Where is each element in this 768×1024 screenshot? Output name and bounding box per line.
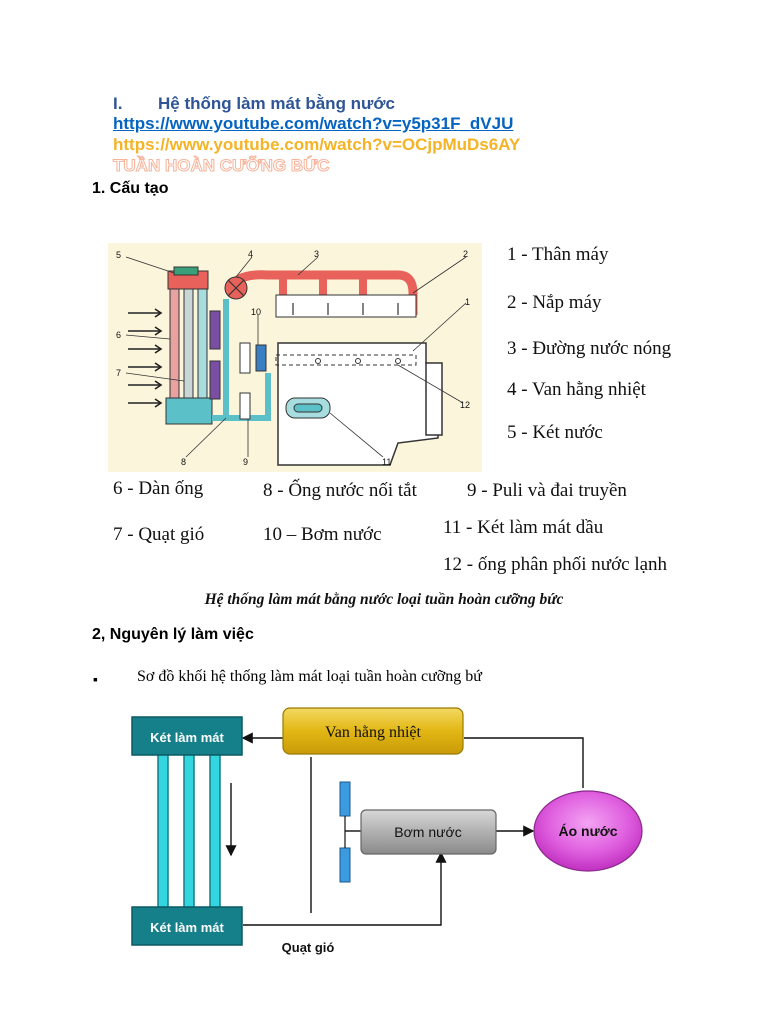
legend-item-4: 4 - Van hằng nhiệt <box>507 379 646 400</box>
pump-box <box>360 809 497 855</box>
bullet-marker: ▪ <box>93 671 98 687</box>
radiator-top-box <box>131 716 243 756</box>
pump-label: Bơm nước <box>394 824 461 840</box>
callout-6: 6 <box>116 330 121 340</box>
distribution-pipe <box>275 354 417 366</box>
legend-item-5: 5 - Két nước <box>507 422 603 443</box>
callout-8: 8 <box>181 457 186 467</box>
radiator-top-label: Két làm mát <box>150 730 224 745</box>
callout-2: 2 <box>463 249 468 259</box>
heading-title: Hệ thống làm mát bằng nước <box>158 94 395 113</box>
bypass-pipe <box>212 299 271 421</box>
radiator-tubes <box>157 752 221 912</box>
legend-item-7: 7 - Quạt gió <box>113 524 205 545</box>
fan-label: Quạt gió <box>282 940 335 955</box>
cooling-flow-diagram: Két làm mát Két làm mát Van hằng nhiệt B… <box>131 707 643 955</box>
section-2-title: 2, Nguyên lý làm việc <box>92 626 254 643</box>
heading-number: I. <box>113 94 123 113</box>
jacket-label: Áo nước <box>559 823 618 839</box>
bullet-text: Sơ đồ khối hệ thống làm mát loại tuần ho… <box>137 668 482 685</box>
fan-blade <box>209 360 221 400</box>
outline-heading: TUẦN HOÀN CƯỠNG BỨC <box>112 156 330 176</box>
callout-7: 7 <box>116 368 121 378</box>
radiator-tube <box>183 288 194 400</box>
thermostat-cross <box>227 279 245 297</box>
oil-cooler-core <box>293 403 323 413</box>
water-jacket-ellipse <box>533 790 643 872</box>
engine-cooling-diagram: 5 4 3 2 1 6 7 8 9 10 11 12 <box>108 243 482 472</box>
pipe-hole <box>315 358 321 364</box>
water-pump <box>255 344 267 372</box>
thermostat-box <box>282 707 464 755</box>
youtube-link-2[interactable]: https://www.youtube.com/watch?v=OCjpMuDs… <box>113 135 521 154</box>
head-arrows <box>292 303 399 315</box>
legend-item-3: 3 - Đường nước nóng <box>507 338 672 359</box>
section-1-title: 1. Cấu tạo <box>92 180 169 197</box>
legend-item-12: 12 - ống phân phối nước lạnh <box>443 554 668 575</box>
pulley <box>239 392 251 420</box>
line-jacket-to-thermo <box>464 737 584 788</box>
callout-5: 5 <box>116 250 121 260</box>
callout-10: 10 <box>251 307 261 317</box>
flow-lines <box>241 732 584 926</box>
cylinder-head <box>275 294 417 318</box>
radiator-bottom-box <box>131 906 243 946</box>
legend-item-9: 9 - Puli và đai truyền <box>467 480 627 501</box>
fan-blade <box>209 310 221 350</box>
legend-item-2: 2 - Nắp máy <box>507 292 602 313</box>
legend-item-8: 8 - Ống nước nối tắt <box>263 480 417 501</box>
callout-9: 9 <box>243 457 248 467</box>
radiator-tube <box>197 288 208 400</box>
callout-1: 1 <box>465 297 470 307</box>
legend-item-1: 1 - Thân máy <box>507 244 609 265</box>
legend-item-6: 6 - Dàn ống <box>113 478 204 499</box>
pipe-hole <box>395 358 401 364</box>
radiator-bottom-tank <box>165 397 213 425</box>
section-heading: I. Hệ thống làm mát bằng nước <box>113 94 395 114</box>
fan-blade-bottom <box>339 847 351 883</box>
pipe-hole <box>355 358 361 364</box>
callout-4: 4 <box>248 249 253 259</box>
figure-caption: Hệ thống làm mát bằng nước loại tuần hoà… <box>204 591 564 608</box>
legend-item-10: 10 – Bơm nước <box>263 524 382 545</box>
fan-blade-top <box>339 781 351 817</box>
callout-12: 12 <box>460 400 470 410</box>
flywheel-housing <box>425 362 443 436</box>
youtube-link-1[interactable]: https://www.youtube.com/watch?v=y5p31F_d… <box>113 114 514 133</box>
callout-lines <box>125 256 467 458</box>
legend-item-11: 11 - Két làm mát dầu <box>443 517 604 538</box>
callout-11: 11 <box>382 457 391 467</box>
hot-risers <box>279 279 367 295</box>
engine-block <box>277 342 439 466</box>
radiator-cap <box>173 266 199 276</box>
airflow-arrows <box>128 308 163 408</box>
callout-3: 3 <box>314 249 319 259</box>
thermostat-label: Van hằng nhiệt <box>325 724 422 741</box>
radiator-tube <box>169 288 180 400</box>
pulley <box>239 342 251 374</box>
line-radiator-to-pump <box>243 851 447 926</box>
callout-numbers: 5 4 3 2 1 6 7 8 9 10 11 12 <box>116 249 470 467</box>
radiator-bottom-label: Két làm mát <box>150 920 224 935</box>
